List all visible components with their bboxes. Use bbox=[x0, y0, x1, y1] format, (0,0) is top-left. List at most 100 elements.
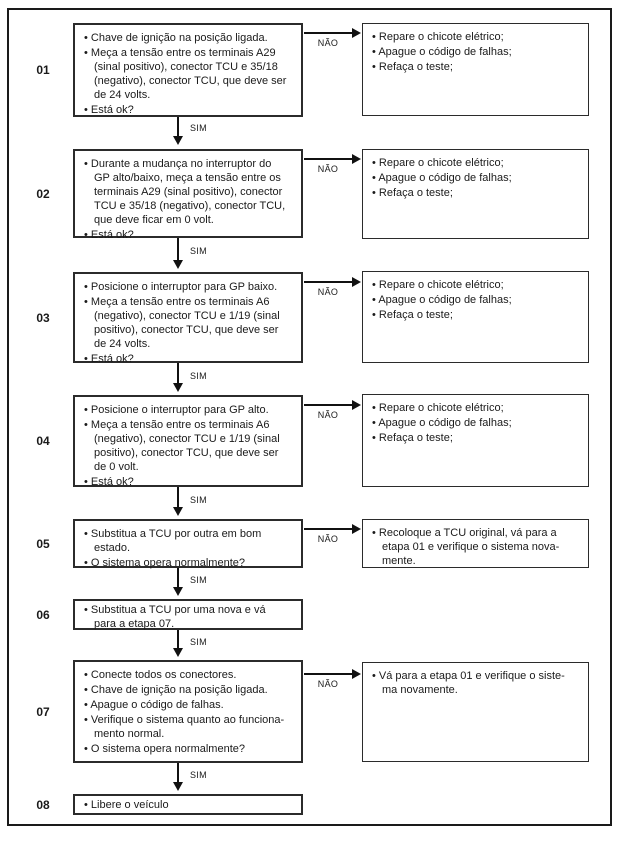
yes-label-02: SIM bbox=[190, 246, 207, 256]
no-arrow-head-04 bbox=[352, 400, 361, 410]
bullet-item: Apague o código de falhas; bbox=[372, 293, 582, 307]
step-07-box: Conecte todos os conectores.Chave de ign… bbox=[73, 660, 303, 763]
step-03-no-box: Repare o chicote elétrico;Apague o códig… bbox=[362, 271, 589, 363]
bullet-item: Repare o chicote elétrico; bbox=[372, 30, 582, 44]
yes-arrow-line-05 bbox=[177, 568, 179, 587]
step-05-no-bullets: Recoloque a TCU original, vá para a etap… bbox=[363, 520, 588, 572]
yes-arrow-line-04 bbox=[177, 487, 179, 507]
bullet-item: Apague o código de falhas. bbox=[84, 698, 295, 712]
no-arrow-head-03 bbox=[352, 277, 361, 287]
bullet-item: Libere o veículo bbox=[84, 798, 295, 812]
yes-arrow-line-03 bbox=[177, 363, 179, 383]
step-05-no-box: Recoloque a TCU original, vá para a etap… bbox=[362, 519, 589, 568]
yes-arrow-head-07 bbox=[173, 782, 183, 791]
no-arrow-line-03 bbox=[304, 281, 352, 283]
no-arrow-head-01 bbox=[352, 28, 361, 38]
bullet-item: Repare o chicote elétrico; bbox=[372, 156, 582, 170]
bullet-item: Chave de ignição na posição ligada. bbox=[84, 683, 295, 697]
step-08-bullets: Libere o veículo bbox=[75, 796, 301, 816]
step-01-box: Chave de ignição na posição ligada.Meça … bbox=[73, 23, 303, 117]
step-08-number: 08 bbox=[36, 797, 50, 812]
bullet-item: Substitua a TCU por outra em bom estado. bbox=[84, 527, 295, 555]
no-arrow-head-02 bbox=[352, 154, 361, 164]
yes-arrow-head-04 bbox=[173, 507, 183, 516]
step-01-bullets: Chave de ignição na posição ligada.Meça … bbox=[75, 25, 301, 121]
step-07-number: 07 bbox=[36, 704, 50, 719]
step-04-box: Posicione o interruptor para GP alto.Meç… bbox=[73, 395, 303, 489]
bullet-item: Posicione o interruptor para GP baixo. bbox=[84, 280, 295, 294]
step-03-number: 03 bbox=[36, 310, 50, 325]
bullet-item: Meça a tensão entre os terminais A29 (si… bbox=[84, 46, 295, 102]
bullet-item: Está ok? bbox=[84, 475, 295, 489]
step-04-no-box: Repare o chicote elétrico;Apague o códig… bbox=[362, 394, 589, 487]
step-07-bullets: Conecte todos os conectores.Chave de ign… bbox=[75, 662, 301, 760]
step-05-number: 05 bbox=[36, 536, 50, 551]
bullet-item: Vá para a etapa 01 e verifique o siste- … bbox=[372, 669, 582, 697]
yes-arrow-head-03 bbox=[173, 383, 183, 392]
no-arrow-line-01 bbox=[304, 32, 352, 34]
yes-label-03: SIM bbox=[190, 371, 207, 381]
step-03-no-bullets: Repare o chicote elétrico;Apague o códig… bbox=[363, 272, 588, 326]
step-02-box: Durante a mudança no interruptor do GP a… bbox=[73, 149, 303, 241]
no-label-03: NÃO bbox=[317, 287, 339, 297]
bullet-item: Refaça o teste; bbox=[372, 431, 582, 445]
no-label-05: NÃO bbox=[317, 534, 339, 544]
bullet-item: Substitua a TCU por uma nova e vá para a… bbox=[84, 603, 295, 631]
yes-label-01: SIM bbox=[190, 123, 207, 133]
bullet-item: Refaça o teste; bbox=[372, 186, 582, 200]
bullet-item: Meça a tensão entre os terminais A6 (neg… bbox=[84, 295, 295, 351]
no-label-02: NÃO bbox=[317, 164, 339, 174]
step-02-number: 02 bbox=[36, 186, 50, 201]
bullet-item: Refaça o teste; bbox=[372, 308, 582, 322]
step-02-no-bullets: Repare o chicote elétrico;Apague o códig… bbox=[363, 150, 588, 204]
yes-arrow-head-05 bbox=[173, 587, 183, 596]
step-05-bullets: Substitua a TCU por outra em bom estado.… bbox=[75, 521, 301, 574]
yes-arrow-head-02 bbox=[173, 260, 183, 269]
bullet-item: Está ok? bbox=[84, 352, 295, 366]
step-03-box: Posicione o interruptor para GP baixo.Me… bbox=[73, 272, 303, 365]
no-label-07: NÃO bbox=[317, 679, 339, 689]
step-03-bullets: Posicione o interruptor para GP baixo.Me… bbox=[75, 274, 301, 370]
yes-arrow-line-06 bbox=[177, 630, 179, 648]
step-04-no-bullets: Repare o chicote elétrico;Apague o códig… bbox=[363, 395, 588, 449]
no-arrow-line-02 bbox=[304, 158, 352, 160]
yes-arrow-line-07 bbox=[177, 763, 179, 782]
step-06-number: 06 bbox=[36, 607, 50, 622]
yes-arrow-line-02 bbox=[177, 238, 179, 260]
no-arrow-line-07 bbox=[304, 673, 352, 675]
bullet-item: O sistema opera normalmente? bbox=[84, 556, 295, 570]
step-01-no-box: Repare o chicote elétrico;Apague o códig… bbox=[362, 23, 589, 116]
yes-label-04: SIM bbox=[190, 495, 207, 505]
bullet-item: Está ok? bbox=[84, 103, 295, 117]
step-07-no-box: Vá para a etapa 01 e verifique o siste- … bbox=[362, 662, 589, 762]
yes-arrow-head-01 bbox=[173, 136, 183, 145]
no-arrow-line-05 bbox=[304, 528, 352, 530]
bullet-item: Posicione o interruptor para GP alto. bbox=[84, 403, 295, 417]
step-04-number: 04 bbox=[36, 434, 50, 448]
bullet-item: Verifique o sistema quanto ao funciona- … bbox=[84, 713, 295, 741]
bullet-item: Durante a mudança no interruptor do GP a… bbox=[84, 157, 295, 227]
no-arrow-head-05 bbox=[352, 524, 361, 534]
yes-label-05: SIM bbox=[190, 575, 207, 585]
outer-frame bbox=[7, 8, 612, 826]
bullet-item: Apague o código de falhas; bbox=[372, 45, 582, 59]
bullet-item: Conecte todos os conectores. bbox=[84, 668, 295, 682]
no-arrow-line-04 bbox=[304, 404, 352, 406]
step-02-no-box: Repare o chicote elétrico;Apague o códig… bbox=[362, 149, 589, 239]
step-05-box: Substitua a TCU por outra em bom estado.… bbox=[73, 519, 303, 569]
step-08-box: Libere o veículo bbox=[73, 794, 303, 815]
step-06-box: Substitua a TCU por uma nova e vá para a… bbox=[73, 599, 303, 630]
no-label-01: NÃO bbox=[317, 38, 339, 48]
yes-arrow-head-06 bbox=[173, 648, 183, 657]
bullet-item: Está ok? bbox=[84, 228, 295, 242]
no-label-04: NÃO bbox=[317, 410, 339, 420]
yes-arrow-line-01 bbox=[177, 117, 179, 136]
bullet-item: Meça a tensão entre os terminais A6 (neg… bbox=[84, 418, 295, 474]
step-01-number: 01 bbox=[36, 63, 50, 77]
no-arrow-head-07 bbox=[352, 669, 361, 679]
step-01-no-bullets: Repare o chicote elétrico;Apague o códig… bbox=[363, 24, 588, 78]
bullet-item: Repare o chicote elétrico; bbox=[372, 278, 582, 292]
bullet-item: O sistema opera normalmente? bbox=[84, 742, 295, 756]
bullet-item: Apague o código de falhas; bbox=[372, 171, 582, 185]
